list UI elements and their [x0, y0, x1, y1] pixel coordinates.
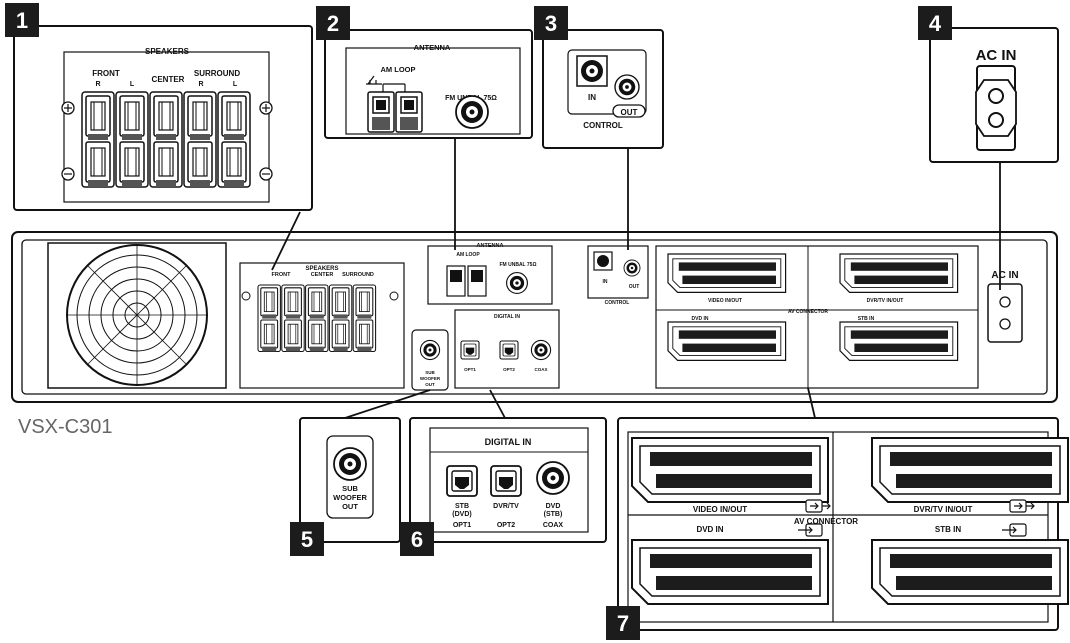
unit-out-label: OUT	[425, 382, 435, 387]
antenna-detail-box: ANTENNA AM LOOP FM UNBAL 75Ω	[324, 29, 533, 139]
unit-am-loop-label: AM LOOP	[456, 252, 480, 258]
main-unit: SPEAKERS FRONT CENTER SURROUND ANTENNA A…	[11, 231, 1058, 403]
unit-front-label: FRONT	[272, 272, 292, 278]
unit-antenna-label: ANTENNA	[477, 243, 504, 249]
unit-dvr-label: DVR/TV IN/OUT	[867, 298, 904, 304]
digital-in-detail-box: DIGITAL IN STB (DVD) DVR/TV DVD (STB) OP…	[409, 417, 607, 543]
stb-scart-connector	[871, 539, 1069, 605]
subwoofer-jack-icon	[333, 447, 367, 481]
unit-center-label: CENTER	[311, 272, 334, 278]
coax-label: COAX	[543, 522, 564, 529]
dvd-stb-label: (STB)	[544, 511, 563, 518]
speakers-title: SPEAKERS	[145, 47, 190, 56]
unit-opt1-label: OPT1	[464, 367, 476, 372]
control-out-label: OUT	[621, 108, 638, 117]
subwoofer-detail-box: SUB WOOFER OUT	[299, 417, 401, 543]
dvr-optical-jack-icon	[490, 465, 522, 497]
dvr-scart-connector	[871, 437, 1069, 503]
unit-control-in-label: IN	[603, 279, 608, 285]
center-label: CENTER	[152, 75, 185, 84]
svg-text:1: 1	[16, 8, 28, 33]
unit-control-out-label: OUT	[629, 284, 640, 290]
callout-badge-3: 3	[534, 6, 568, 40]
stb-in-label: STB IN	[935, 525, 961, 534]
ground-icon	[366, 75, 382, 85]
speaker-terminal-surround-r	[183, 91, 217, 188]
unit-digital-label: DIGITAL IN	[494, 314, 520, 320]
stb-label: STB	[455, 503, 469, 510]
svg-text:4: 4	[929, 11, 942, 36]
dvd-in-label: DVD IN	[696, 525, 723, 534]
in-arrow-icon	[1002, 523, 1027, 537]
model-name: VSX-C301	[18, 416, 113, 438]
unit-sub-label: SUB	[425, 370, 435, 375]
dvr-tv-label: DVR/TV	[493, 503, 519, 510]
unit-speakers-label: SPEAKERS	[305, 266, 338, 272]
callout-badge-5: 5	[290, 522, 324, 556]
unit-opt2-label: OPT2	[503, 367, 515, 372]
callout-badge-6: 6	[400, 522, 434, 556]
svg-text:6: 6	[411, 527, 423, 552]
control-out-jack-icon	[614, 74, 640, 100]
callout-badge-1: 1	[5, 3, 39, 37]
unit-stb-label: STB IN	[858, 316, 875, 322]
svg-text:5: 5	[301, 527, 313, 552]
svg-text:3: 3	[545, 11, 557, 36]
surround-l-label: L	[233, 81, 238, 88]
front-r-label: R	[95, 81, 100, 88]
dvd-label: DVD	[546, 503, 561, 510]
speakers-detail-box: SPEAKERS FRONT CENTER SURROUND R L R L	[13, 25, 313, 211]
opt1-label: OPT1	[453, 522, 471, 529]
speaker-terminal-front-r	[81, 91, 115, 188]
opt2-label: OPT2	[497, 522, 515, 529]
unit-coax-label: COAX	[534, 367, 547, 372]
digital-in-title: DIGITAL IN	[485, 437, 532, 447]
front-label: FRONT	[92, 69, 120, 78]
av-connector-detail-box: VIDEO IN/OUT DVR/TV IN/OUT AV CONNECTOR …	[617, 417, 1069, 631]
svg-text:7: 7	[617, 611, 629, 636]
in-arrow-icon	[798, 523, 823, 537]
control-detail-box: IN OUT CONTROL	[542, 29, 664, 149]
unit-control-label: CONTROL	[605, 300, 630, 306]
in-out-arrow-icon	[805, 499, 831, 513]
in-out-arrow-icon	[1009, 499, 1035, 513]
sub-label: SUB	[342, 484, 358, 493]
unit-woofer-label: WOOFER	[420, 376, 441, 381]
ac-in-title: AC IN	[976, 47, 1017, 64]
unit-surround-label: SURROUND	[342, 272, 374, 278]
fm-jack-icon	[455, 95, 489, 129]
woofer-label: WOOFER	[333, 493, 367, 502]
unit-fm-label: FM UNBAL 75Ω	[500, 262, 537, 268]
video-scart-connector	[631, 437, 829, 503]
surround-r-label: R	[198, 81, 203, 88]
stb-dvd-label: (DVD)	[452, 511, 471, 518]
callout-badge-7: 7	[606, 606, 640, 640]
callout-badge-4: 4	[918, 6, 952, 40]
dvd-coax-jack-icon	[536, 461, 570, 495]
control-title: CONTROL	[583, 121, 623, 130]
am-loop-label: AM LOOP	[381, 65, 416, 74]
stb-optical-jack-icon	[446, 465, 478, 497]
leader-lines	[271, 138, 1001, 419]
svg-text:2: 2	[327, 11, 339, 36]
callout-badge-2: 2	[316, 6, 350, 40]
antenna-title: ANTENNA	[414, 43, 451, 52]
out-label: OUT	[342, 502, 358, 511]
front-l-label: L	[130, 81, 135, 88]
speaker-terminal-front-l	[115, 91, 149, 188]
av-connector-title: AV CONNECTOR	[794, 517, 858, 526]
unit-av-label: AV CONNECTOR	[788, 309, 828, 315]
speaker-terminal-surround-l	[217, 91, 251, 188]
control-in-label: IN	[588, 93, 596, 102]
unit-dvd-label: DVD IN	[692, 316, 709, 322]
ac-in-detail-box: AC IN	[929, 27, 1059, 163]
dvd-scart-connector	[631, 539, 829, 605]
unit-ac-in-label: AC IN	[991, 270, 1018, 281]
surround-label: SURROUND	[194, 69, 240, 78]
video-in-out-label: VIDEO IN/OUT	[693, 505, 747, 514]
speaker-terminal-center	[149, 91, 183, 188]
unit-video-label: VIDEO IN/OUT	[708, 298, 742, 304]
dvr-tv-in-out-label: DVR/TV IN/OUT	[914, 505, 973, 514]
